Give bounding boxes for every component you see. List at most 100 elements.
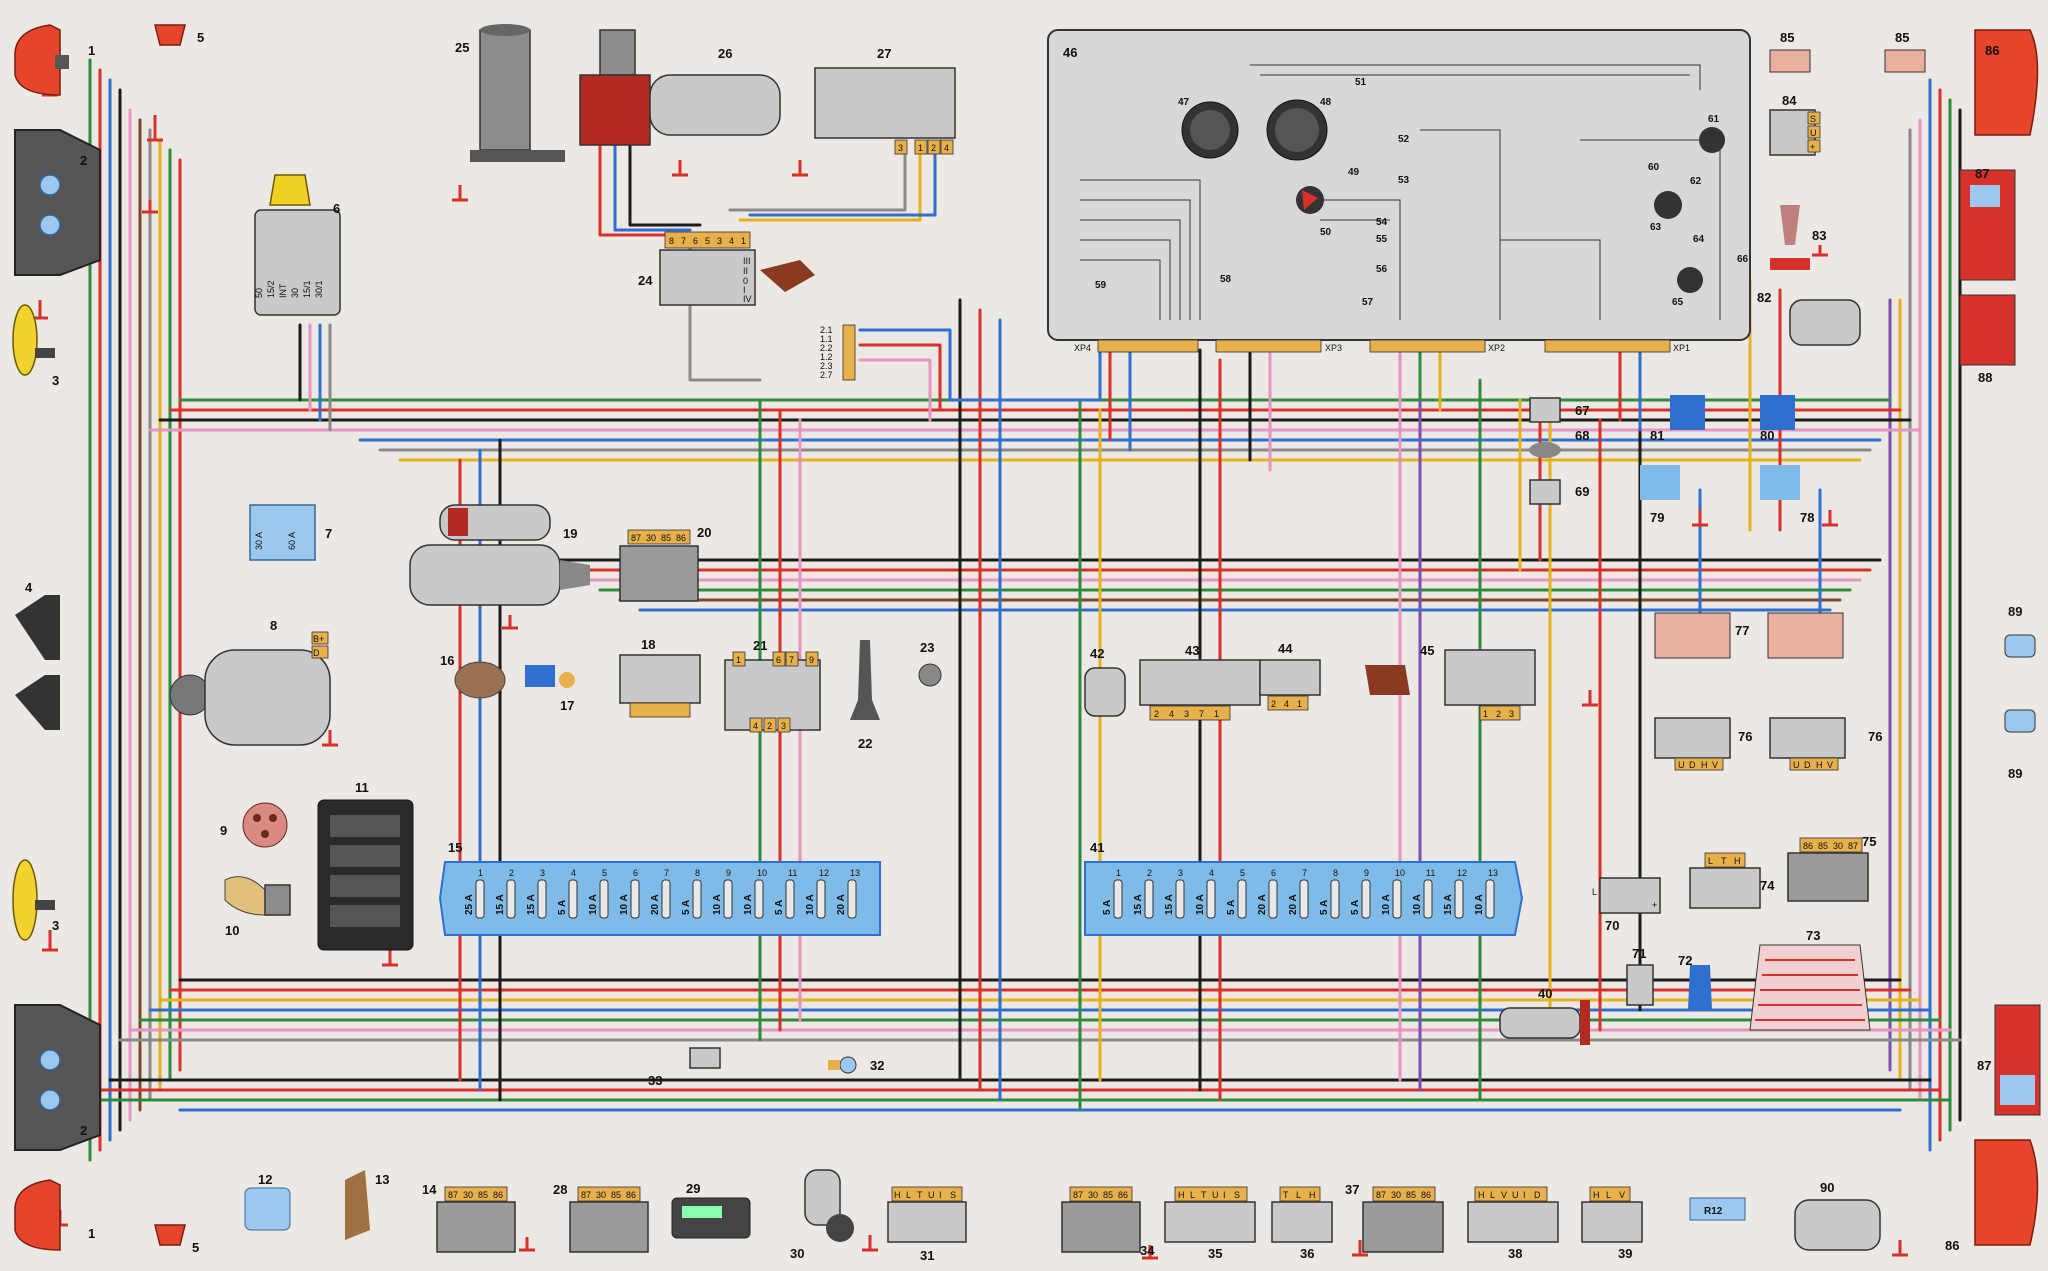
- component-26-wiper-motor: 26: [579, 29, 781, 146]
- svg-text:58: 58: [1220, 274, 1232, 285]
- svg-text:87: 87: [1848, 841, 1858, 851]
- fuse-block-41-fuse-rating: 15 A: [1164, 894, 1175, 915]
- svg-text:3: 3: [781, 721, 786, 731]
- svg-text:2: 2: [767, 721, 772, 731]
- fuse-block-41-fuse-3: 315 A: [1164, 868, 1185, 919]
- component-26-label: 26: [718, 46, 732, 61]
- component-87-label: 87: [1975, 166, 1989, 181]
- fuse-block-15-fuse-rating: 15 A: [495, 894, 506, 915]
- svg-text:H: H: [1701, 760, 1708, 770]
- component-20-pins: 87 30 85 86: [627, 529, 691, 545]
- component-89-label-2: 89: [2008, 766, 2022, 781]
- svg-text:H: H: [894, 1190, 901, 1200]
- svg-text:B+: B+: [313, 634, 324, 644]
- component-3-label-bottom: 3: [52, 918, 59, 933]
- component-89-label: 89: [2008, 604, 2022, 619]
- fuse-block-15-fuse-rating: 15 A: [526, 894, 537, 915]
- component-42-motor: 42: [1084, 646, 1126, 717]
- component-89-lamps: 89 89: [2004, 604, 2036, 781]
- svg-text:1: 1: [1297, 699, 1302, 709]
- fuse-block-15-fuse-rating: 10 A: [743, 894, 754, 915]
- component-14-label: 14: [422, 1182, 437, 1197]
- component-31-pins: H L T U I S: [891, 1186, 963, 1202]
- component-43-pins: 2 4 3 7 1: [1149, 705, 1231, 721]
- component-32-label: 32: [870, 1058, 884, 1073]
- component-86-label-bottom: 86: [1945, 1238, 1959, 1253]
- svg-text:50: 50: [1320, 227, 1332, 238]
- component-28-label: 28: [553, 1182, 567, 1197]
- component-84-relay: S U + 84: [1769, 93, 1821, 156]
- component-6-label: 6: [333, 201, 340, 216]
- component-35-pins: H L T U I S: [1174, 1186, 1248, 1202]
- component-37-relay: 87 30 85 86 37: [1345, 1182, 1444, 1253]
- svg-text:3: 3: [898, 143, 903, 153]
- component-88-label: 88: [1978, 370, 1992, 385]
- fuse-block-15-fuse-body: [537, 879, 547, 919]
- fuse-block-41-fuse-index: 10: [1395, 868, 1405, 878]
- svg-text:1: 1: [736, 655, 741, 665]
- component-8-label: 8: [270, 618, 277, 633]
- svg-text:8: 8: [669, 236, 674, 246]
- fuse-block-15-fuse-body: [599, 879, 609, 919]
- svg-text:II: II: [743, 266, 748, 276]
- fuse-block-15-fuse-rating: 5 A: [774, 900, 785, 915]
- component-22-distributor: 22: [850, 640, 880, 751]
- svg-text:30/1: 30/1: [314, 280, 324, 298]
- component-86-tail-lamp-top: 86: [1974, 29, 2039, 136]
- svg-text:4: 4: [753, 721, 758, 731]
- component-80-81-sensors: 81 80: [1650, 395, 1795, 443]
- fuse-block-41-fuse-index: 9: [1364, 868, 1369, 878]
- svg-text:S: S: [1810, 114, 1816, 124]
- component-21-pins: 1 6 7 9 4 2 3: [732, 651, 819, 733]
- svg-text:0: 0: [743, 276, 748, 286]
- fuse-block-41-fuse-rating: 15 A: [1133, 894, 1144, 915]
- fuse-block-41-fuse-4: 410 A: [1195, 868, 1216, 919]
- component-77-label: 77: [1735, 623, 1749, 638]
- svg-text:86: 86: [1803, 841, 1813, 851]
- component-35-label: 35: [1208, 1246, 1222, 1261]
- r12-label: R12: [1704, 1206, 1723, 1217]
- component-1-label: 1: [88, 43, 95, 58]
- component-73-heater: 73: [1749, 928, 1871, 1031]
- svg-text:H: H: [1478, 1190, 1485, 1200]
- svg-text:5: 5: [705, 236, 710, 246]
- fuse-block-41-fuse-body: [1485, 879, 1495, 919]
- svg-text:56: 56: [1376, 264, 1388, 275]
- component-2-headlamp-bottom: 2: [14, 1004, 101, 1151]
- svg-text:D: D: [1534, 1190, 1541, 1200]
- fuse-block-41-fuse-index: 11: [1426, 868, 1435, 878]
- svg-text:87: 87: [631, 533, 641, 543]
- component-6-ignition-switch: 50 15/2 INT 30 15/1 30/1 6: [254, 174, 341, 316]
- fuse-block-15-fuse-body: [630, 879, 640, 919]
- svg-text:62: 62: [1690, 176, 1702, 187]
- svg-text:30: 30: [596, 1190, 606, 1200]
- fuse-block-41-fuse-body: [1454, 879, 1464, 919]
- fuse-block-41-fuse-8: 85 A: [1319, 868, 1340, 919]
- fuse-block-15-fuse-index: 8: [695, 868, 700, 878]
- component-24-positions: III II 0 I IV: [743, 256, 752, 304]
- component-7-label: 7: [325, 526, 332, 541]
- fuse-block-15-fuse-index: 13: [850, 868, 860, 878]
- component-84-pins: S U +: [1807, 111, 1821, 153]
- component-9-distributor-cap: 9: [220, 802, 288, 848]
- component-27-pins: 3 1 2 4: [894, 139, 954, 155]
- fuse-block-41-fuse-index: 4: [1209, 868, 1214, 878]
- connector-2-1: 2.1 1.1 2.2 1.2 2.3 2.7: [820, 324, 856, 381]
- cluster-gauge-labels: 47 48 49 50 51 52 53 54 55 56 57 58 59 6…: [1095, 77, 1749, 308]
- component-35-switch: H L T U I S 35: [1164, 1186, 1256, 1261]
- fuse-block-15-fuse-index: 2: [509, 868, 514, 878]
- component-83-label: 83: [1812, 228, 1826, 243]
- fuse-block-41-fuse-rating: 20 A: [1257, 894, 1268, 915]
- component-34-label: 34: [1140, 1243, 1155, 1258]
- component-5-label: 5: [197, 30, 204, 45]
- component-71-sensor: 71: [1626, 946, 1654, 1006]
- svg-text:D: D: [1689, 760, 1696, 770]
- svg-text:+: +: [1652, 900, 1657, 910]
- svg-text:IV: IV: [743, 294, 752, 304]
- component-78-79-sensors: 79 78: [1640, 465, 1814, 525]
- svg-text:86: 86: [1118, 1190, 1128, 1200]
- component-7-main-fuses: 30 A 60 A 7: [249, 504, 332, 561]
- component-88-rear-lamp: 88: [1959, 294, 2016, 385]
- component-82-motor: 82: [1757, 290, 1861, 346]
